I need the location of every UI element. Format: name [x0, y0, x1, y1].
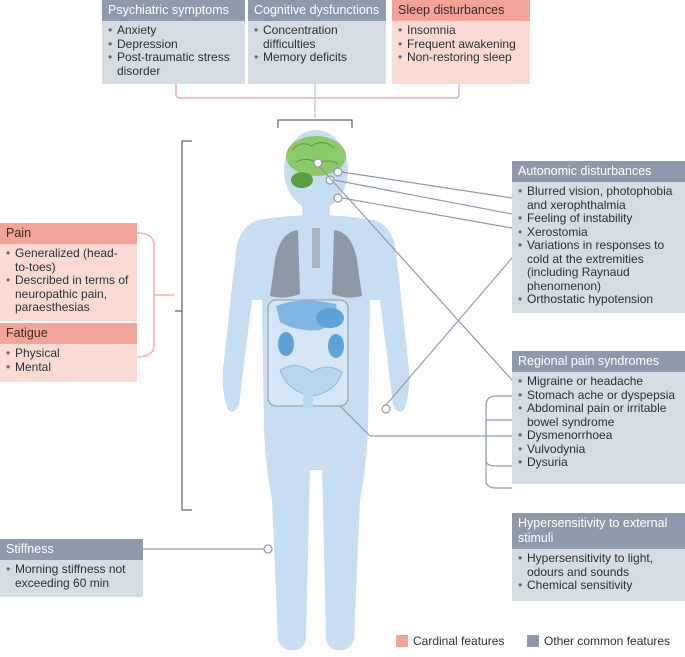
stiffness-title: Stiffness: [0, 539, 143, 560]
list-item: Variations in responses to cold at the e…: [518, 238, 679, 293]
list-item: Dysuria: [518, 455, 679, 470]
legend-other: Other common features: [527, 634, 670, 648]
list-item: Vulvodynia: [518, 442, 679, 457]
stiffness-box: Stiffness Morning stiffness not exceedin…: [0, 539, 143, 597]
list-item: Orthostatic hypotension: [518, 292, 679, 307]
list-item: Frequent awakening: [398, 37, 524, 52]
other-swatch: [527, 635, 539, 647]
list-item: Non-restoring sleep: [398, 50, 524, 65]
lungs-organ: [270, 228, 362, 298]
list-item: Abdominal pain or irritable bowel syndro…: [518, 401, 679, 429]
hypersensitivity-title: Hypersensitivity to external stimuli: [512, 513, 685, 549]
fatigue-title: Fatigue: [0, 323, 137, 344]
cardinal-swatch: [396, 635, 408, 647]
autonomic-connectors: [313, 158, 513, 414]
sleep-title: Sleep disturbances: [392, 0, 530, 21]
pain-box: Pain Generalized (head-to-toes) Describe…: [0, 223, 137, 321]
list-item: Generalized (head-to-toes): [6, 246, 131, 274]
list-item: Stomach ache or dyspepsia: [518, 388, 679, 403]
list-item: Post-traumatic stress disorder: [108, 50, 239, 78]
list-item: Anxiety: [108, 23, 239, 38]
hypersensitivity-box: Hypersensitivity to external stimuli Hyp…: [512, 513, 685, 601]
list-item: Memory deficits: [254, 50, 380, 65]
sleep-box: Sleep disturbances Insomnia Frequent awa…: [392, 0, 530, 84]
list-item: Concentration difficulties: [254, 23, 380, 51]
psychiatric-box: Psychiatric symptoms Anxiety Depression …: [102, 0, 245, 84]
digestive-organs: [276, 300, 344, 408]
head-bracket: [277, 119, 353, 128]
list-item: Mental: [6, 360, 131, 375]
legend-cardinal-label: Cardinal features: [413, 634, 505, 648]
knee-marker: [263, 544, 273, 554]
list-item: Chemical sensitivity: [518, 578, 679, 593]
list-item: Described in terms of neuropathic pain, …: [6, 273, 131, 315]
list-item: Morning stiffness not exceeding 60 min: [6, 562, 137, 590]
regional-box: Regional pain syndromes Migraine or head…: [512, 351, 685, 484]
pain-fatigue-bracket: [136, 232, 155, 358]
left-body-bracket: [181, 140, 192, 511]
cognitive-box: Cognitive dysfunctions Concentration dif…: [248, 0, 386, 84]
list-item: Feeling of instability: [518, 211, 679, 226]
cognitive-title: Cognitive dysfunctions: [248, 0, 386, 21]
brain-organ: [286, 136, 346, 188]
list-item: Xerostomia: [518, 225, 679, 240]
fatigue-box: Fatigue Physical Mental: [0, 323, 137, 382]
top-connector: [175, 80, 460, 99]
list-item: Physical: [6, 346, 131, 361]
list-item: Insomnia: [398, 23, 524, 38]
regional-title: Regional pain syndromes: [512, 351, 685, 372]
autonomic-title: Autonomic disturbances: [512, 161, 685, 182]
list-item: Migraine or headache: [518, 374, 679, 389]
regional-connectors: [339, 395, 512, 489]
legend-other-label: Other common features: [544, 634, 671, 648]
autonomic-box: Autonomic disturbances Blurred vision, p…: [512, 161, 685, 313]
list-item: Hypersensitivity to light, odours and so…: [518, 551, 679, 579]
legend-cardinal: Cardinal features: [396, 634, 504, 648]
list-item: Dysmenorrhoea: [518, 428, 679, 443]
list-item: Blurred vision, photophobia and xerophth…: [518, 184, 679, 212]
list-item: Depression: [108, 37, 239, 52]
pain-title: Pain: [0, 223, 137, 244]
psychiatric-title: Psychiatric symptoms: [102, 0, 245, 21]
